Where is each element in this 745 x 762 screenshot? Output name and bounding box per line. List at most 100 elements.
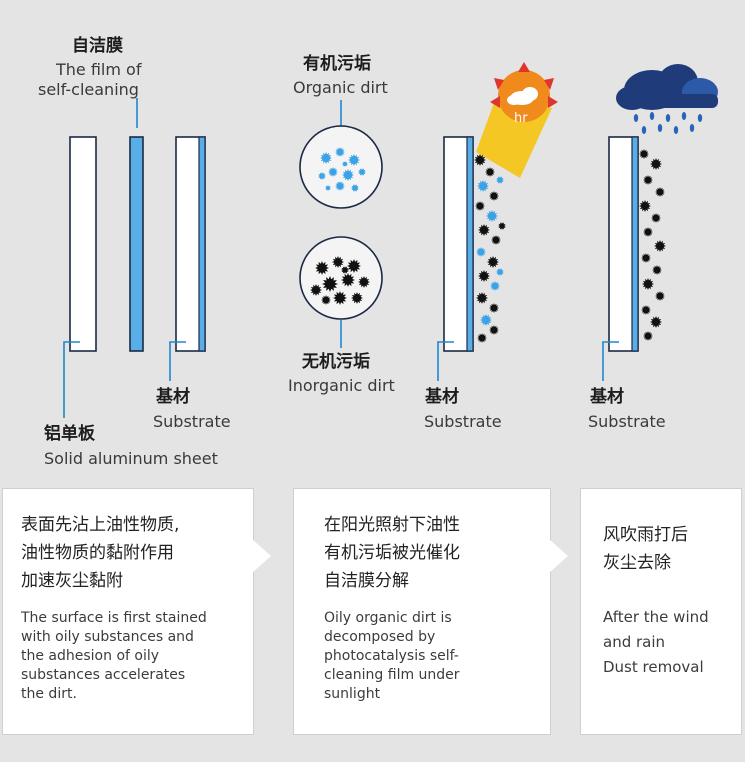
box-1-zh-line-1: 表面先沾上油性物质, (21, 515, 180, 535)
box-2-en-line-3: photocatalysis self- (324, 648, 459, 664)
dust-particle (650, 158, 662, 170)
dirt-particle (496, 268, 504, 276)
inorganic-particle (341, 266, 349, 274)
dust-particle (655, 291, 665, 301)
substrate-label-en-3: Substrate (424, 412, 502, 431)
organic-particle (335, 181, 345, 191)
dust-particle (651, 213, 661, 223)
inorganic-particle (315, 261, 329, 275)
organic-dirt-circle (299, 125, 383, 209)
inorganic-particle (332, 256, 344, 268)
dirt-particle (477, 333, 487, 343)
dirt-particle (487, 256, 499, 268)
dirt-particle (498, 222, 506, 230)
remaining-dust-particles (639, 149, 666, 341)
box-3-zh-line-1: 风吹雨打后 (603, 525, 688, 545)
inorganic-label-zh: 无机污垢 (302, 352, 370, 372)
inorganic-particle (347, 259, 361, 273)
dust-particle (641, 253, 651, 263)
description-box-2: 在阳光照射下油性 有机污垢被光催化 自洁膜分解 Oily organic dir… (293, 488, 551, 735)
sun-icon (490, 62, 558, 122)
dust-particle (650, 316, 662, 328)
box-3-zh-line-2: 灰尘去除 (603, 553, 671, 573)
box-2-zh-line-2: 有机污垢被光催化 (324, 543, 460, 563)
dirt-particle (475, 201, 485, 211)
dust-particle (655, 187, 665, 197)
organic-particle (320, 152, 332, 164)
mixed-dirt-particles (474, 154, 506, 343)
substrate-label-zh-4: 基材 (590, 387, 624, 407)
inorganic-particle (333, 291, 347, 305)
organic-particle (325, 185, 331, 191)
organic-particle (342, 161, 348, 167)
leader-aluminum (63, 341, 80, 418)
rain-drop (641, 126, 647, 134)
leader-substrate-3 (437, 341, 454, 381)
box-1-en-line-4: substances accelerates (21, 667, 186, 683)
box-2-zh-line-3: 自洁膜分解 (324, 571, 409, 591)
box-1-zh-line-3: 加速灰尘黏附 (21, 571, 123, 591)
organic-particle (348, 154, 360, 166)
box-2-en-line-5: sunlight (324, 686, 381, 702)
box-3-en-text: After the wind and rain Dust removal (603, 605, 733, 680)
aluminum-sheet (69, 136, 97, 352)
dirt-particle (478, 224, 490, 236)
dirt-particle (474, 154, 486, 166)
dirt-particle (489, 325, 499, 335)
box-2-en-line-1: Oily organic dirt is (324, 610, 452, 626)
organic-particle (351, 184, 359, 192)
inorganic-dirt-circle (299, 236, 383, 320)
organic-particle (342, 169, 354, 181)
dust-particle (643, 227, 653, 237)
box-1-zh-line-2: 油性物质的黏附作用 (21, 543, 174, 563)
description-box-3: 风吹雨打后 灰尘去除 After the wind and rain Dust … (580, 488, 742, 735)
rain-drop (673, 126, 679, 134)
film-label-zh: 自洁膜 (72, 36, 123, 56)
inorganic-particle (310, 284, 322, 296)
substrate-label-zh-1: 基材 (156, 387, 190, 407)
dust-particle (643, 331, 653, 341)
dirt-particle (485, 167, 495, 177)
box-1-en-line-2: with oily substances and (21, 629, 194, 645)
organic-label-en: Organic dirt (293, 78, 388, 97)
rain-cloud-icon (616, 64, 718, 110)
box-1-en-line-5: the dirt. (21, 686, 77, 702)
box-1-en-line-1: The surface is first stained (21, 610, 207, 626)
box-2-arrow (550, 540, 568, 572)
dust-particle (639, 200, 651, 212)
description-box-1: 表面先沾上油性物质, 油性物质的黏附作用 加速灰尘黏附 The surface … (2, 488, 254, 735)
rain-drop (689, 124, 695, 132)
box-3-en-line-1: After the wind (603, 608, 709, 626)
rain-drop (657, 124, 663, 132)
substrate-label-zh-3: 基材 (425, 387, 459, 407)
inorganic-dirt-particles (310, 256, 370, 305)
dirt-particle (476, 247, 486, 257)
dust-particle (639, 149, 649, 159)
substrate-film-3 (466, 136, 474, 352)
dust-particle (643, 175, 653, 185)
dirt-particle (489, 303, 499, 313)
inorganic-particle (322, 276, 338, 292)
self-cleaning-film (129, 136, 144, 352)
substrate-film-1 (198, 136, 206, 352)
dirt-particle (476, 292, 488, 304)
dust-particle (652, 265, 662, 275)
rain-drop (665, 114, 671, 122)
substrate-film-4 (631, 136, 639, 352)
dust-particle (641, 305, 651, 315)
box-2-zh-line-1: 在阳光照射下油性 (324, 515, 460, 535)
box-2-en-line-2: decomposed by (324, 629, 436, 645)
substrate-label-en-4: Substrate (588, 412, 666, 431)
dirt-particle (491, 235, 501, 245)
organic-particle (358, 168, 366, 176)
box-2-en-text: Oily organic dirt is decomposed by photo… (324, 609, 536, 704)
box-2-en-line-4: cleaning film under (324, 667, 460, 683)
organic-particle (335, 147, 345, 157)
inorganic-label-en: Inorganic dirt (288, 376, 395, 395)
dirt-particle (489, 191, 499, 201)
rain-drops (633, 112, 703, 134)
dust-particle (654, 240, 666, 252)
leader-substrate-4 (602, 341, 619, 381)
rain-drop (681, 112, 687, 120)
